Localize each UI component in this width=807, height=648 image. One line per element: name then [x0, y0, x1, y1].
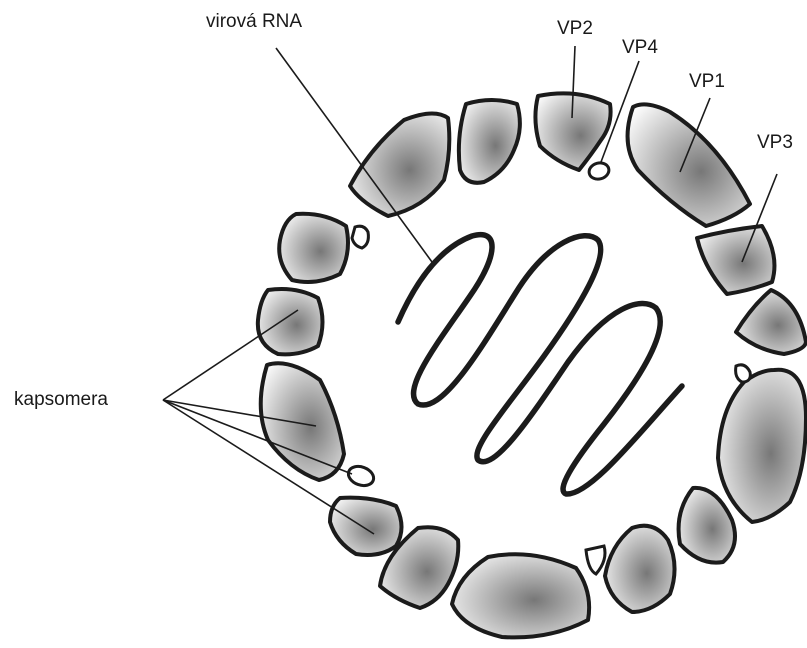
vp4-particle — [586, 546, 605, 574]
capsomere — [258, 289, 323, 354]
vp4-particle — [352, 226, 368, 248]
label-capsomere: kapsomera — [14, 390, 108, 409]
capsomere — [350, 113, 449, 216]
viral-rna-strand — [398, 235, 682, 494]
capsomere-vp3 — [697, 226, 774, 294]
vp4-particle — [346, 463, 377, 489]
label-vp2: VP2 — [557, 19, 593, 38]
vp4-particle — [736, 365, 751, 382]
label-vp1: VP1 — [689, 72, 725, 91]
vp4-particle — [587, 161, 610, 182]
capsomere — [459, 100, 520, 183]
capsomere — [718, 370, 806, 522]
capsid-ring — [258, 93, 806, 637]
capsomere — [452, 554, 589, 637]
capsomere — [261, 363, 344, 480]
capsomere — [736, 290, 806, 354]
capsomere — [330, 498, 402, 555]
capsomere — [679, 488, 735, 563]
capsomere-vp1 — [628, 104, 750, 226]
label-vp3: VP3 — [757, 133, 793, 152]
label-viral-rna: virová RNA — [206, 12, 302, 31]
capsomere — [279, 214, 348, 282]
capsomere — [605, 526, 675, 612]
label-vp4: VP4 — [622, 38, 658, 57]
